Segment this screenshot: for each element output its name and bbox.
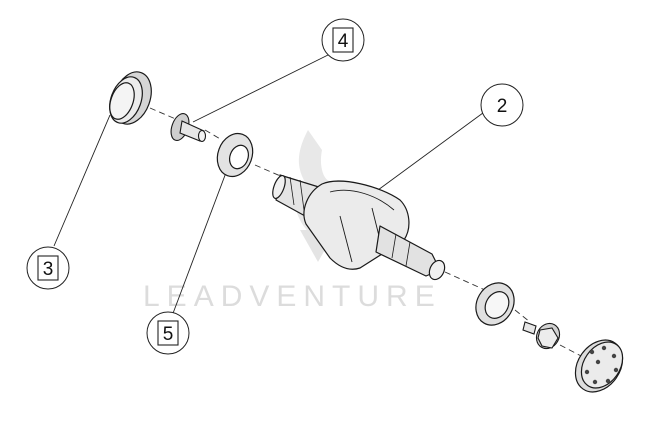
part-lower-flat-washer[interactable] <box>468 276 521 332</box>
part-5-washer[interactable] <box>212 129 259 182</box>
callout-5[interactable]: 5 <box>146 311 190 355</box>
part-lower-hub-flange[interactable] <box>566 331 633 401</box>
callout-3[interactable]: 3 <box>26 246 70 290</box>
callout-2[interactable]: 2 <box>480 83 524 127</box>
part-4-stud-bolt[interactable] <box>168 111 207 143</box>
callout-4[interactable]: 4 <box>321 18 365 62</box>
part-lower-flange-nut[interactable] <box>522 319 564 353</box>
callout-5-label: 5 <box>163 324 174 345</box>
leader-lines <box>53 54 488 317</box>
callout-2-label: 2 <box>497 96 508 117</box>
watermark-text: LEADVENTURE <box>143 280 442 313</box>
callout-3-label: 3 <box>43 259 54 280</box>
part-2-spindle[interactable] <box>270 174 447 282</box>
part-3-grease-cap[interactable] <box>104 66 158 129</box>
hub-flange-holes <box>584 345 619 385</box>
callout-4-label: 4 <box>338 31 349 52</box>
